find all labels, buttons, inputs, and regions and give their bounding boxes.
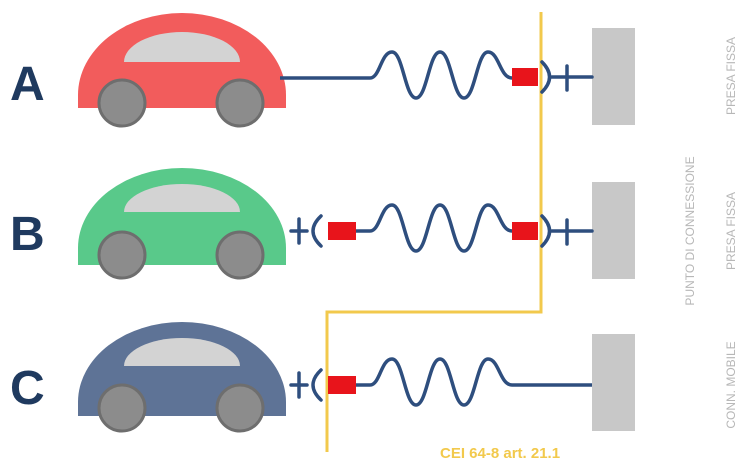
car-window-a xyxy=(124,32,240,62)
car-wheel-a-rear xyxy=(215,78,265,128)
car-wheel-c-rear xyxy=(215,383,265,433)
wall-socket-a xyxy=(592,28,635,125)
car-window-b xyxy=(124,184,240,212)
car-b xyxy=(78,168,286,280)
car-wheel-b-front xyxy=(97,230,147,280)
row-letter-a: A xyxy=(10,58,45,111)
plug-a-right xyxy=(512,68,538,86)
row-b: B xyxy=(10,168,594,280)
norm-reference: CEI 64-8 art. 21.1 xyxy=(440,445,560,461)
socket-a xyxy=(540,60,594,94)
side-label-a: PRESA FISSA xyxy=(724,37,737,115)
socket-b-left xyxy=(289,214,323,248)
connection-point-label: PUNTO DI CONNESSIONE xyxy=(683,156,697,305)
car-wheel-b-rear xyxy=(215,230,265,280)
cable-c xyxy=(356,357,592,407)
side-label-c: CONN. MOBILE xyxy=(724,341,737,428)
car-c xyxy=(78,322,286,433)
row-a: A xyxy=(10,13,594,128)
wall-socket-c xyxy=(592,334,635,431)
car-wheel-c-front xyxy=(97,383,147,433)
cable-a xyxy=(280,50,513,100)
car-wheel-a-front xyxy=(97,78,147,128)
socket-b-right xyxy=(540,214,594,248)
plug-b-left xyxy=(328,222,356,240)
connection-boundary-line xyxy=(325,12,543,452)
row-letter-b: B xyxy=(10,208,45,261)
wall-socket-b xyxy=(592,182,635,279)
plug-b-right xyxy=(512,222,538,240)
side-label-b: PRESA FISSA xyxy=(724,192,737,270)
car-a xyxy=(78,13,286,128)
car-window-c xyxy=(124,338,240,366)
row-c: C xyxy=(10,322,592,433)
socket-c-left xyxy=(289,368,323,402)
cable-b xyxy=(356,203,513,253)
row-letter-c: C xyxy=(10,362,45,415)
plug-c-left xyxy=(328,376,356,394)
